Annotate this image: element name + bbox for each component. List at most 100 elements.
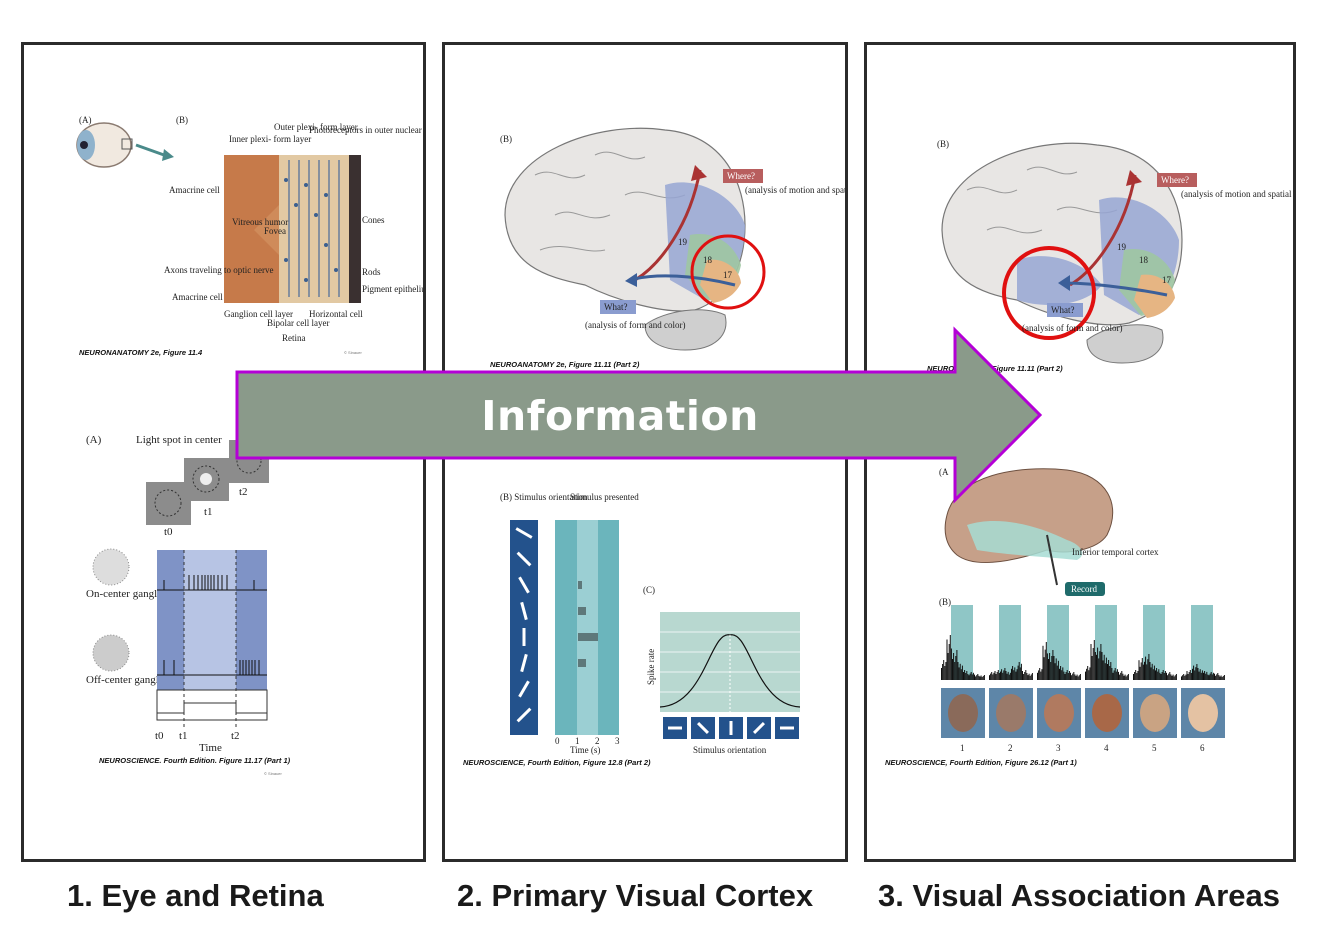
fovea-label: Fovea bbox=[264, 226, 286, 236]
histogram-bar bbox=[1090, 644, 1092, 680]
t0-label: t0 bbox=[164, 526, 173, 538]
histogram-bar bbox=[945, 662, 947, 680]
histogram-bar bbox=[1164, 671, 1166, 680]
histogram-bar bbox=[995, 674, 997, 680]
histogram-bar bbox=[1204, 671, 1206, 680]
histogram-bar bbox=[1065, 672, 1067, 680]
histogram-bar bbox=[989, 675, 990, 680]
orientation-tile-bar bbox=[752, 721, 766, 735]
stimulus-number: 5 bbox=[1152, 743, 1157, 753]
histogram-bar bbox=[993, 672, 995, 680]
histogram-bar bbox=[943, 660, 945, 680]
histogram-bar bbox=[1208, 675, 1210, 680]
histogram-bar bbox=[1206, 671, 1208, 680]
histogram-bar bbox=[1166, 672, 1167, 680]
histogram-bar bbox=[1153, 665, 1155, 680]
histogram-bar bbox=[1103, 654, 1105, 680]
histogram-bar bbox=[955, 656, 957, 680]
histogram-bar bbox=[971, 674, 973, 680]
histogram-bar bbox=[1009, 672, 1011, 680]
histogram-bar bbox=[996, 672, 998, 680]
orientation-bar bbox=[520, 601, 528, 621]
face-image bbox=[1140, 694, 1170, 732]
off-center-field-icon bbox=[92, 634, 130, 672]
information-label: Information bbox=[481, 392, 759, 440]
histogram-bar bbox=[1078, 675, 1080, 680]
outer-plexiform-label: Outer plexi- form layer bbox=[274, 122, 358, 132]
association-figure: (B) Where? (analysis of motion and spati… bbox=[885, 139, 1293, 767]
histogram-bar bbox=[1044, 649, 1046, 680]
histogram-bar bbox=[1183, 674, 1185, 680]
histogram-bar bbox=[1099, 651, 1101, 680]
v1-highlight-circle bbox=[690, 234, 766, 310]
histogram-bar bbox=[1124, 674, 1126, 680]
histogram-bar bbox=[1037, 672, 1038, 680]
histogram-bar bbox=[1007, 671, 1009, 680]
horizontal-label: Horizontal cell bbox=[309, 309, 363, 319]
histogram-bar bbox=[1168, 673, 1170, 680]
histogram-bar bbox=[1110, 662, 1112, 680]
histogram-bar bbox=[1192, 668, 1193, 680]
histogram-bar bbox=[957, 662, 959, 680]
histogram-bar bbox=[998, 673, 1000, 680]
histogram-bar bbox=[1105, 657, 1107, 680]
what-desc: (analysis of form and color) bbox=[585, 320, 685, 330]
orientation-bars bbox=[515, 527, 533, 723]
histogram-bar bbox=[1163, 673, 1165, 680]
area-19-label: 19 bbox=[678, 237, 688, 247]
histogram-bar bbox=[1220, 675, 1222, 680]
histogram-bar bbox=[1120, 672, 1122, 680]
histogram-bar bbox=[954, 662, 956, 680]
tick-t2: t2 bbox=[231, 730, 240, 742]
histogram-bar bbox=[982, 676, 984, 680]
histogram-bar bbox=[1031, 673, 1033, 680]
histogram-bar bbox=[1101, 652, 1103, 680]
histogram-bar bbox=[1193, 665, 1195, 680]
fig-c-label: (C) bbox=[643, 585, 655, 595]
face-image bbox=[996, 694, 1026, 732]
histogram-bar bbox=[1190, 673, 1192, 680]
histogram-bar bbox=[1073, 672, 1075, 680]
histogram-bar bbox=[1222, 676, 1224, 680]
histogram-bar bbox=[1108, 660, 1110, 680]
histogram-bar bbox=[1211, 674, 1213, 680]
where-label: Where? bbox=[1161, 175, 1189, 185]
histogram-bar bbox=[1112, 672, 1114, 680]
histogram-bar bbox=[1144, 661, 1145, 680]
caption-eye-retina: 1. Eye and Retina bbox=[67, 878, 324, 913]
amacrine-label-2: Amacrine cell bbox=[172, 292, 223, 302]
what-label: What? bbox=[604, 302, 627, 312]
histogram-bar bbox=[1079, 674, 1081, 680]
axons-label: Axons traveling to optic nerve bbox=[164, 265, 273, 275]
histogram-bar bbox=[1121, 671, 1123, 680]
face-image bbox=[948, 694, 978, 732]
retina-cross-section bbox=[224, 155, 361, 303]
histogram-bar bbox=[1092, 648, 1094, 680]
histogram-bar bbox=[1038, 670, 1040, 680]
histogram-bar bbox=[1020, 663, 1022, 680]
histogram-bar bbox=[991, 672, 993, 680]
stimulus-number: 6 bbox=[1200, 743, 1205, 753]
histogram-bar bbox=[958, 667, 960, 680]
tick-t1: t1 bbox=[179, 730, 188, 742]
histogram-bar bbox=[1188, 672, 1190, 680]
spike-recording bbox=[156, 550, 268, 730]
area-18-label: 18 bbox=[703, 255, 713, 265]
brain-illustration bbox=[941, 142, 1183, 364]
histogram-bar bbox=[1098, 658, 1100, 680]
histogram-bar bbox=[1196, 664, 1198, 680]
histogram-bar bbox=[1062, 667, 1064, 680]
histogram-bar bbox=[997, 670, 999, 680]
source-label-2: NEUROSCIENCE, Fourth Edition, Figure 12.… bbox=[463, 758, 651, 767]
histogram-bar bbox=[950, 648, 952, 680]
stimulus-number: 2 bbox=[1008, 743, 1013, 753]
histogram-bar bbox=[1198, 671, 1200, 680]
histogram-bar bbox=[1057, 660, 1059, 680]
record-button[interactable] bbox=[1065, 582, 1105, 596]
what-badge bbox=[1047, 303, 1083, 317]
on-center-field-icon bbox=[92, 548, 130, 586]
histogram-bar bbox=[1089, 667, 1091, 680]
histogram-bar bbox=[972, 672, 974, 680]
histogram-bar bbox=[969, 673, 971, 680]
